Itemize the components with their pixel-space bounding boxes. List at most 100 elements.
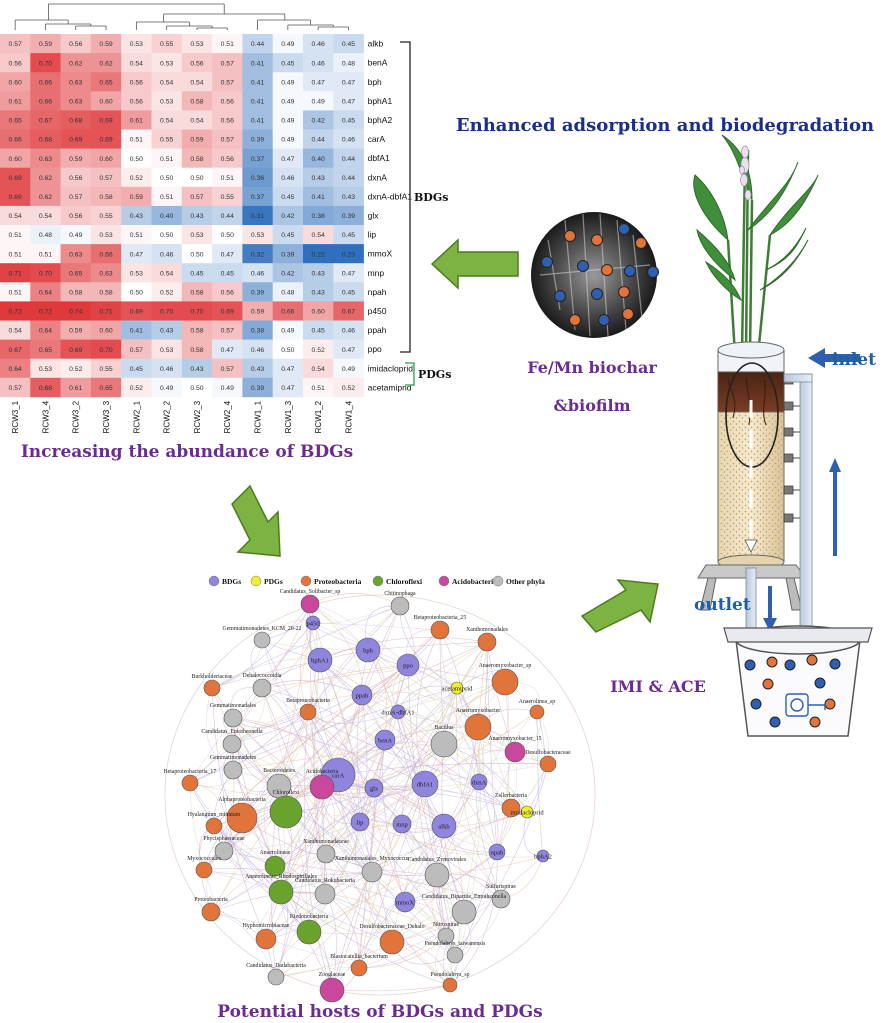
heatmap-cell [60, 320, 92, 340]
heatmap-cell [151, 282, 183, 302]
network-node [451, 899, 477, 925]
heatmap-cell-value: 0.41 [251, 98, 264, 105]
network-node [394, 891, 416, 913]
heatmap-cell [151, 320, 183, 340]
heatmap-cell [30, 282, 61, 302]
heatmap-cell-value: 0.51 [9, 251, 22, 258]
network-node [450, 681, 464, 695]
heatmap-cell-value: 0.49 [281, 328, 294, 335]
network-node [252, 678, 272, 698]
heatmap-cell [121, 186, 152, 207]
heatmap-cell-value: 0.53 [160, 98, 173, 105]
heatmap-cell [30, 301, 61, 321]
heatmap-cell [0, 186, 31, 207]
heatmap-cell [303, 167, 334, 188]
network-node-label: Candidatus_Dadabacteria [246, 963, 306, 969]
heatmap-cell [303, 53, 334, 73]
heatmap-cell-value: 0.56 [69, 175, 82, 182]
heatmap-cell-value: 0.49 [160, 385, 173, 392]
heatmap-cell [242, 225, 273, 245]
heatmap-cell-value: 0.70 [160, 309, 173, 316]
network-edge [308, 823, 403, 933]
heatmap-cell-value: 0.62 [39, 175, 52, 182]
heatmap-cell-value: 0.59 [99, 41, 112, 48]
heatmap-cell [272, 148, 304, 168]
network-edge [331, 984, 451, 992]
heatmap-cell-value: 0.57 [221, 137, 234, 144]
heatmap-cell [181, 244, 213, 264]
network-node-label: Ktedonobacteria [290, 914, 329, 920]
heatmap-cell [333, 148, 364, 168]
heatmap-cell-value: 0.39 [281, 251, 294, 258]
heatmap-cell-value: 0.61 [9, 98, 22, 105]
heatmap-cell [151, 167, 183, 188]
heatmap-cell-value: 0.36 [251, 175, 264, 182]
heatmap-cell-value: 0.74 [69, 309, 82, 316]
heatmap-cell [242, 339, 273, 359]
network-node [536, 849, 550, 863]
network-edge [407, 664, 528, 813]
network-node-label: Candidatus_Bipartite_Entotheonella [422, 894, 507, 900]
heatmap-cell [121, 91, 152, 111]
heatmap-cell-value: 0.62 [99, 60, 112, 67]
heatmap-cell [303, 205, 334, 226]
network-node-label: dxnA [472, 780, 487, 787]
heatmap-cell [90, 186, 122, 207]
network-node-label: ppah [356, 693, 369, 700]
network-node-label: Betaproteobacteria_17 [164, 769, 217, 775]
heatmap-cell [30, 244, 61, 264]
heatmap-cell [151, 377, 183, 398]
heatmap-cell [303, 339, 334, 359]
network-edge [358, 823, 403, 969]
heatmap-cell [0, 339, 31, 359]
network-edge [223, 850, 438, 876]
network-edge [232, 717, 426, 785]
heatmap-cell [303, 148, 334, 168]
heatmap-cell-value: 0.47 [312, 79, 325, 86]
heatmap-cell-value: 0.49 [342, 366, 355, 373]
network-edge [307, 711, 445, 827]
heatmap-cell-value: 0.42 [281, 213, 294, 220]
heatmap-cell [30, 225, 61, 245]
network-edge [189, 711, 309, 784]
heatmap-column-label: RCW2_2 [163, 400, 172, 433]
network-node-label: Nitrospirae [433, 922, 460, 928]
heatmap-cell-value: 0.49 [281, 79, 294, 86]
heatmap-cell [121, 53, 152, 73]
network-edge [232, 664, 409, 719]
network-node [223, 708, 243, 728]
heatmap-cell [60, 186, 92, 207]
network-edge [275, 911, 465, 978]
heatmap-cell [333, 129, 364, 149]
heatmap-cell-value: 0.39 [251, 137, 264, 144]
network-edge [319, 637, 488, 661]
network-node-label: acetamiprid [442, 686, 473, 693]
heatmap-cell-value: 0.70 [99, 347, 112, 354]
heatmap-cell-value: 0.69 [69, 137, 82, 144]
heatmap-cell-value: 0.44 [221, 213, 234, 220]
legend-label: BDGs [222, 577, 241, 586]
heatmap-cell [60, 167, 92, 188]
network-node-label: Anaeromyxobacter [456, 708, 500, 714]
network-node-label: p450 [307, 621, 320, 628]
heatmap-cell [60, 358, 92, 379]
heatmap-cell-value: 0.41 [251, 60, 264, 67]
heatmap-cell [272, 244, 304, 264]
heatmap-cell [212, 377, 243, 398]
heatmap-cell-value: 0.54 [190, 79, 203, 86]
legend-swatch [492, 575, 504, 587]
network-node-label: Alphaproteobacteria [218, 797, 266, 803]
network-node-label: alkb [438, 824, 449, 831]
heatmap-cell [212, 110, 243, 130]
network-edge [280, 891, 451, 986]
heatmap-cell-value: 0.53 [160, 347, 173, 354]
network-node-label: mnp [396, 822, 408, 829]
network-node [264, 855, 286, 877]
heatmap-column-label: RCW1_2 [314, 400, 323, 433]
heatmap-cell [151, 72, 183, 92]
heatmap-cell [212, 34, 243, 54]
network-edge [241, 681, 506, 819]
heatmap-cell [121, 167, 152, 188]
